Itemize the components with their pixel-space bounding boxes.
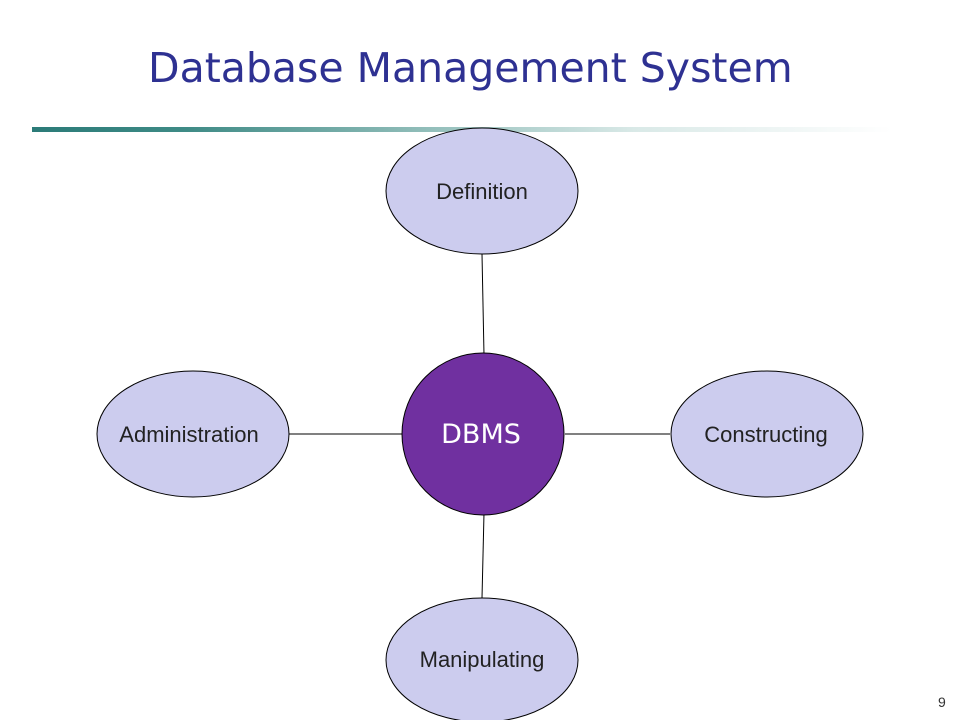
node-administration-label: Administration (119, 422, 258, 447)
node-definition: Definition (385, 127, 579, 255)
slide-title: Database Management System (148, 44, 793, 92)
node-constructing-label: Constructing (704, 422, 828, 447)
node-dbms: DBMS (401, 352, 565, 516)
page-number: 9 (938, 694, 946, 710)
node-manipulating-label: Manipulating (420, 647, 545, 672)
node-administration: Administration (96, 370, 290, 498)
node-definition-label: Definition (436, 179, 528, 204)
connector-manipulating (481, 512, 485, 599)
node-constructing: Constructing (670, 370, 864, 498)
connector-definition (481, 253, 485, 356)
node-dbms-label: DBMS (441, 419, 521, 450)
node-manipulating: Manipulating (385, 597, 579, 720)
